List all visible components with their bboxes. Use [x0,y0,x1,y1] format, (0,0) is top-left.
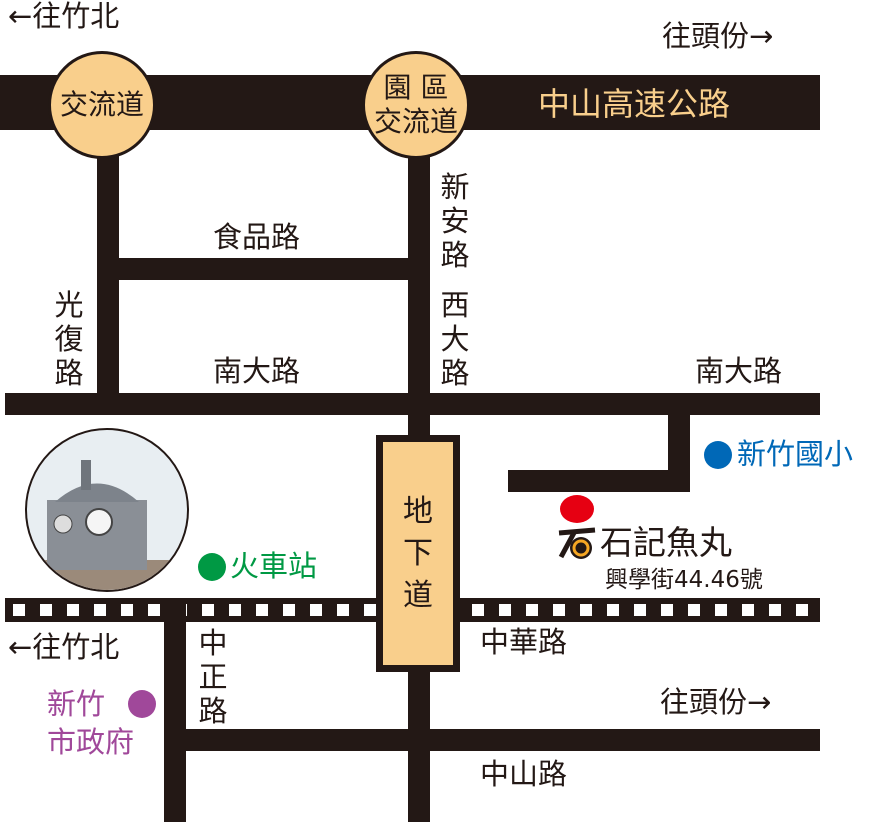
guangfu-road [97,105,119,405]
zhongshan-road [164,729,820,751]
railway-tie [310,604,322,616]
direction-toufen-top: 往頭份→ [662,19,774,53]
city-hall-label-1: 新竹 [47,687,106,721]
school-dot [704,441,732,469]
underpass-box: 地下道 [376,435,460,672]
shipin-road [97,258,430,280]
railway-tie [364,604,376,616]
railway-tie [283,604,295,616]
railway-tie [742,604,754,616]
station-label: 火車站 [230,549,318,583]
underpass-label: 地下道 [403,493,433,613]
shop-logo-icon [557,527,597,561]
guangfu-road-label: 光復路 [54,288,84,390]
direction-toufen-bottom: 往頭份→ [660,685,772,719]
interchange-right: 園 區交流道 [362,51,470,159]
railway-tie [40,604,52,616]
xinan-road-label: 新安路 [440,170,470,272]
city-hall-label-2: 市政府 [47,725,135,759]
station-dot [198,553,226,581]
shop-address: 興學街44.46號 [605,567,763,593]
railway-tie [148,604,160,616]
interchange-right-label-2: 交流道 [373,105,458,138]
nanda-road-label-left: 南大路 [213,354,301,388]
shop-name: 石記魚丸 [600,523,732,562]
railway-tie [769,604,781,616]
shop-marker [560,495,594,523]
school-label: 新竹國小 [737,437,854,471]
railway-tie [94,604,106,616]
railway-tie [121,604,133,616]
interchange-left: 交流道 [48,51,156,159]
zhongzheng-road [164,604,186,822]
direction-zhubei-bottom: ←往竹北 [8,630,120,664]
nanda-road [5,393,820,415]
interchange-right-label-1: 園 區 [383,71,449,104]
railway-tie [229,604,241,616]
interchange-left-label: 交流道 [59,88,144,121]
nanda-road-label-right: 南大路 [695,354,783,388]
direction-zhubei-top: ←往竹北 [8,0,120,33]
side-road-vertical [668,410,690,490]
railway-tie [202,604,214,616]
city-hall-dot [128,690,156,718]
zhonghua-road-label: 中華路 [480,625,568,659]
highway-label: 中山高速公路 [538,85,731,123]
railway-tie [688,604,700,616]
railway-tie [715,604,727,616]
zhongshan-road-label: 中山路 [480,757,568,791]
railway-tie [472,604,484,616]
clock-tower-icon [27,460,187,590]
railway-tie [499,604,511,616]
railway-tie [607,604,619,616]
clock-tower-photo [25,428,189,592]
railway-tie [337,604,349,616]
railway-tie [580,604,592,616]
railway-tie [526,604,538,616]
shipin-road-label: 食品路 [213,220,301,254]
railway-tie [553,604,565,616]
railway-tie [67,604,79,616]
railway-tie [661,604,673,616]
railway-tie [256,604,268,616]
xida-road-label: 西大路 [440,288,470,390]
side-road [508,470,690,492]
railway-tie [634,604,646,616]
zhongzheng-road-label: 中正路 [198,626,228,728]
railway-tie [796,604,808,616]
railway-tie [13,604,25,616]
